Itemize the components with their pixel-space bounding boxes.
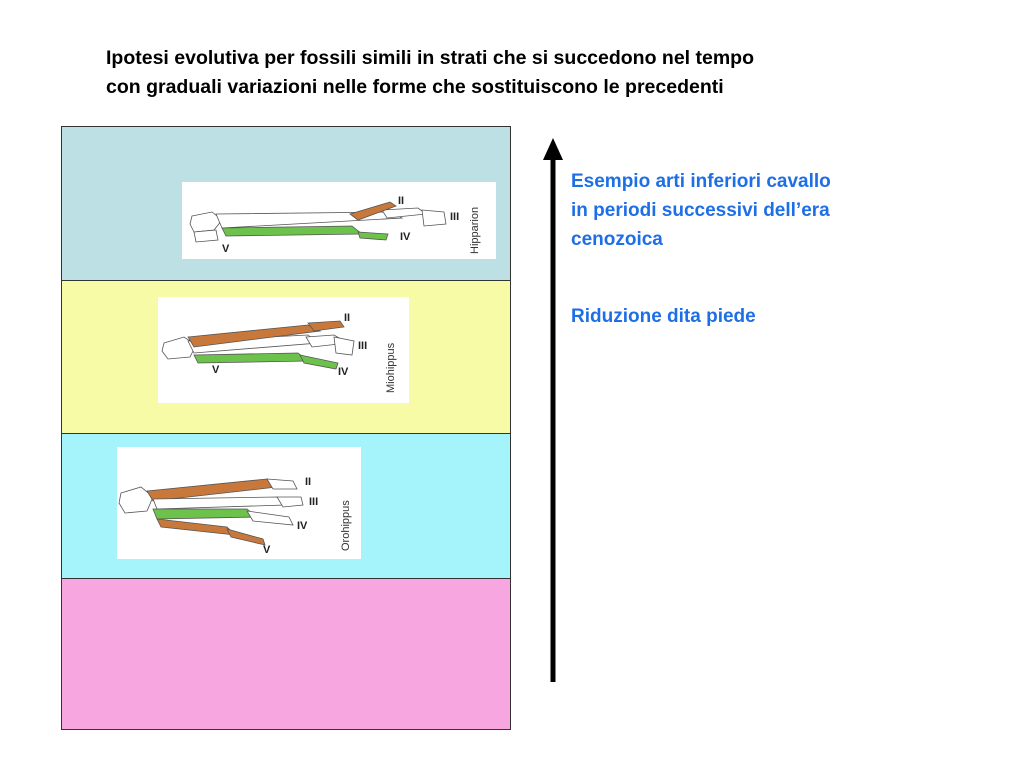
miohippus-digit-iv-tip xyxy=(299,354,339,370)
miohippus-label-iv: IV xyxy=(338,366,349,378)
hipparion-name: Hipparion xyxy=(469,207,481,254)
miohippus-digit-ii-bone xyxy=(187,324,322,348)
miohippus-foot-drawing: II III IV V Miohippus xyxy=(161,312,397,393)
orohippus-digit-iv-bone xyxy=(152,508,259,520)
orohippus-label-ii: II xyxy=(305,476,311,488)
example-note-line-2: in periodi successivi dell’era xyxy=(571,200,830,221)
hipparion-label-v: V xyxy=(222,243,230,255)
hipparion-digit-iv-tip xyxy=(357,231,389,241)
hipparion-digit-ii-bone xyxy=(349,201,397,221)
hipparion-label-ii: II xyxy=(398,195,404,207)
time-arrow xyxy=(543,138,563,682)
orohippus-digit-v-bone xyxy=(156,518,237,536)
hipparion-foot-drawing: II III IV V Hipparion xyxy=(189,195,481,255)
miohippus-digit-iv-bone xyxy=(193,352,310,364)
miohippus-label-iii: III xyxy=(358,340,367,352)
example-note-line-1: Esempio arti inferiori cavallo xyxy=(571,171,831,192)
orohippus-label-v: V xyxy=(263,544,271,556)
slide-title: Ipotesi evolutiva per fossili simili in … xyxy=(106,44,986,102)
orohippus-foot-drawing: II III IV V Orohippus xyxy=(118,476,352,556)
title-line-2: con graduali variazioni nelle forme che … xyxy=(106,76,724,98)
explanation-notes: Esempio arti inferiori cavallo in period… xyxy=(571,167,971,331)
title-line-1: Ipotesi evolutiva per fossili simili in … xyxy=(106,47,755,69)
orohippus-digit-v-tip xyxy=(226,528,266,546)
hipparion-digit-iv-bone xyxy=(221,225,364,237)
rock-strata-column: II III IV V Hipparion II III IV V Miohip xyxy=(61,126,511,730)
time-arrow-head xyxy=(543,138,563,160)
miohippus-name: Miohippus xyxy=(385,342,397,393)
example-note: Esempio arti inferiori cavallo in period… xyxy=(571,167,971,254)
miohippus-label-v: V xyxy=(212,364,220,376)
orohippus-label-iii: III xyxy=(309,496,318,508)
hipparion-label-iii: III xyxy=(450,211,459,223)
miohippus-digit-ii-tip xyxy=(307,320,345,332)
reduction-note: Riduzione dita piede xyxy=(571,306,756,327)
orohippus-name: Orohippus xyxy=(340,500,352,551)
example-note-line-3: cenozoica xyxy=(571,229,663,250)
stratum-bottom xyxy=(62,578,510,729)
fossil-orohippus: II III IV V Orohippus xyxy=(117,447,361,559)
orohippus-label-iv: IV xyxy=(297,520,308,532)
miohippus-label-ii: II xyxy=(344,312,350,324)
fossil-hipparion: II III IV V Hipparion xyxy=(182,182,496,259)
hipparion-label-iv: IV xyxy=(400,231,411,243)
fossil-miohippus: II III IV V Miohippus xyxy=(158,297,409,403)
